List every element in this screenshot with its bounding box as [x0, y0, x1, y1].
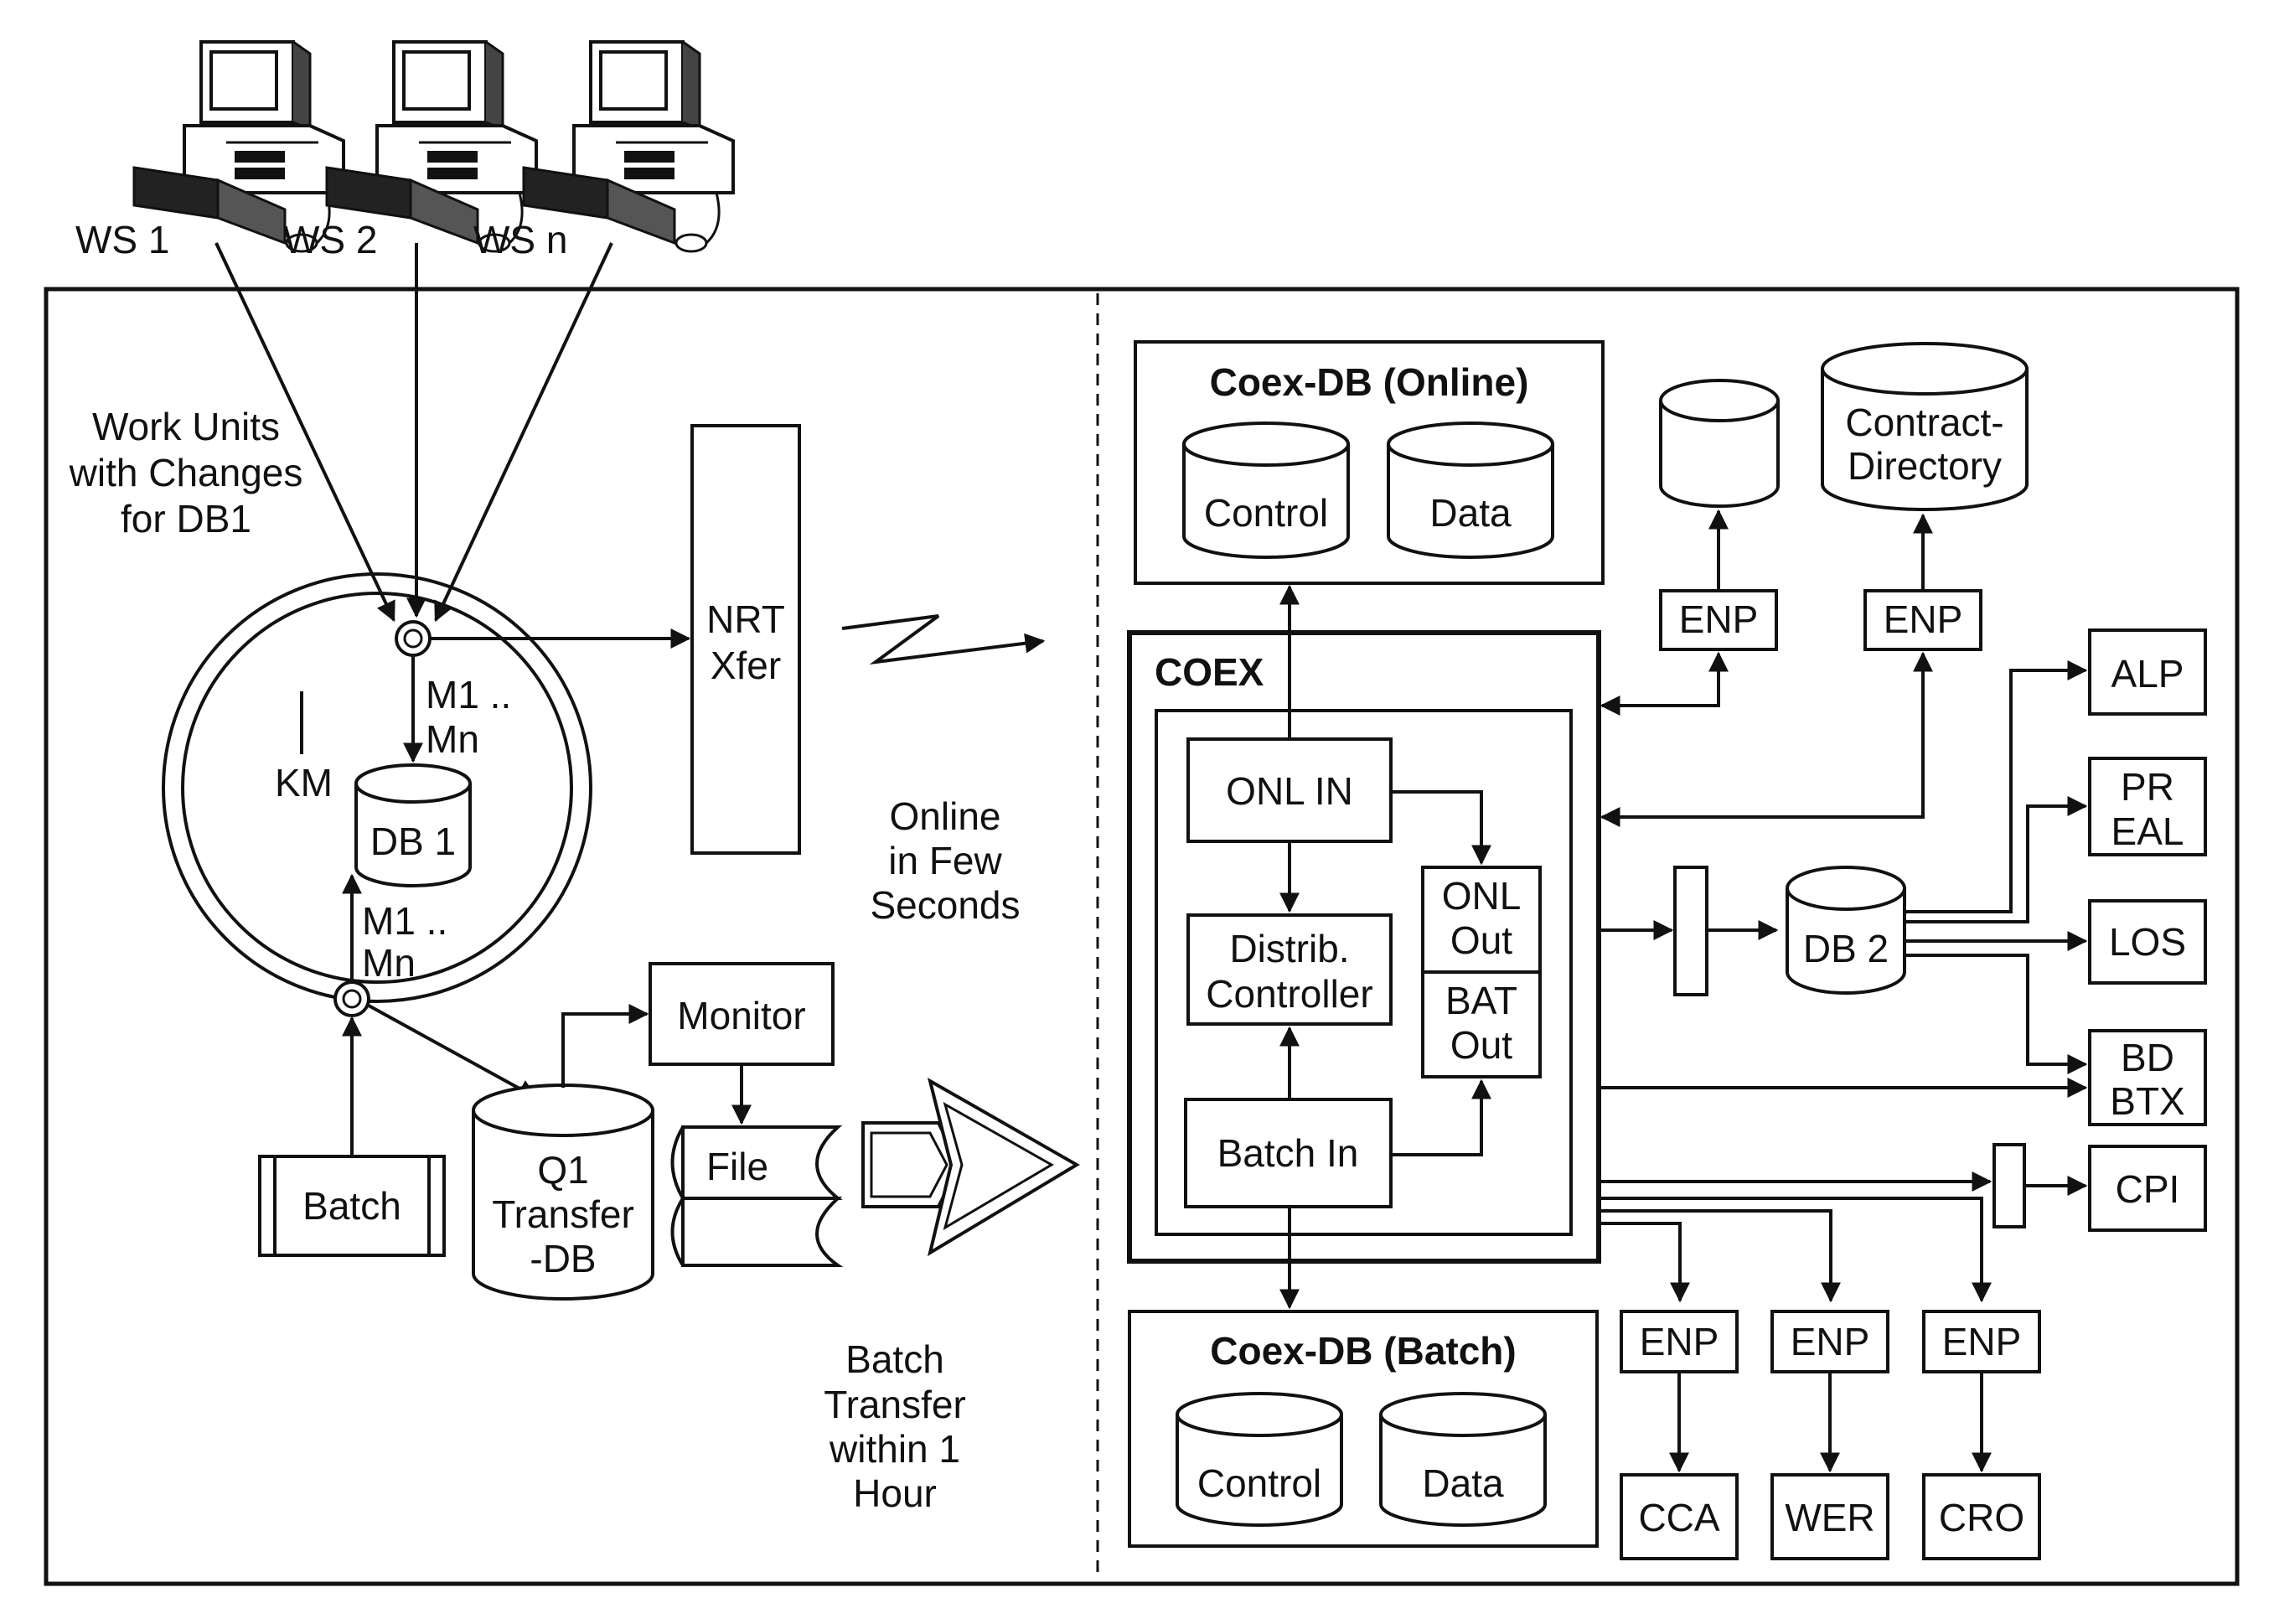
svg-text:Mn: Mn	[426, 717, 479, 761]
unlabeled-db-cylinder	[1661, 380, 1778, 506]
svg-text:DB 1: DB 1	[370, 820, 456, 863]
coexdb-batch-data-cylinder: Data	[1381, 1394, 1545, 1525]
enp-label-3: ENP	[1640, 1320, 1719, 1363]
svg-text:Out: Out	[1450, 918, 1512, 962]
db2-to-preal-arrow	[1905, 806, 2086, 922]
batch-transfer-label: Batch Transfer within 1 Hour	[824, 1337, 966, 1515]
svg-text:Control: Control	[1204, 491, 1328, 535]
svg-text:Hour: Hour	[853, 1471, 937, 1515]
alp-label: ALP	[2111, 652, 2184, 696]
svg-text:Q1: Q1	[537, 1148, 588, 1192]
coex-title: COEX	[1155, 650, 1264, 694]
svg-text:in Few: in Few	[888, 839, 1002, 882]
q1-to-monitor-arrow	[563, 1014, 647, 1088]
svg-text:Xfer: Xfer	[711, 644, 781, 687]
svg-text:Mn: Mn	[362, 941, 416, 985]
enp-label-1: ENP	[1679, 597, 1759, 641]
coexdb-batch-title: Coex-DB (Batch)	[1210, 1329, 1516, 1373]
coexdb-online-title: Coex-DB (Online)	[1210, 360, 1529, 404]
svg-text:M1 ..: M1 ..	[362, 899, 447, 943]
cpi-buffer-bar	[1994, 1145, 2024, 1227]
work-units-label: Work Units with Changes for DB1	[69, 405, 303, 540]
svg-text:BAT: BAT	[1445, 979, 1517, 1022]
svg-text:-DB: -DB	[530, 1237, 596, 1280]
node-to-q1-arrow	[369, 1006, 536, 1098]
los-label: LOS	[2109, 920, 2186, 964]
enp-label-5: ENP	[1942, 1320, 2022, 1363]
svg-text:Contract-: Contract-	[1845, 401, 2003, 444]
svg-text:M1 ..: M1 ..	[426, 673, 511, 716]
coexdb-batch-control-cylinder: Control	[1177, 1394, 1341, 1525]
svg-text:DB 2: DB 2	[1803, 927, 1889, 970]
svg-text:Out: Out	[1450, 1023, 1512, 1067]
svg-text:with Changes: with Changes	[69, 451, 303, 494]
monitor-label: Monitor	[677, 994, 805, 1037]
wsn-arrow	[436, 243, 612, 620]
online-label: Online in Few Seconds	[870, 794, 1020, 927]
db2-to-alp-arrow	[1905, 670, 2086, 912]
m-top-label: M1 .. Mn	[426, 673, 511, 761]
bdbtx-label: BD BTX	[2110, 1036, 2184, 1123]
db2-to-bdbtx-arrow	[1905, 955, 2086, 1064]
enp-label-2: ENP	[1884, 597, 1963, 641]
coexdb-online-data-cylinder: Data	[1388, 423, 1553, 557]
q1-transfer-db-cylinder: Q1 Transfer -DB	[473, 1085, 653, 1299]
file-label: File	[706, 1145, 768, 1188]
svg-text:PR: PR	[2121, 765, 2174, 809]
svg-text:Data: Data	[1429, 491, 1512, 535]
contract-directory-cylinder: Contract- Directory	[1822, 344, 2027, 509]
svg-text:EAL: EAL	[2111, 809, 2184, 853]
onl-in-label: ONL IN	[1226, 769, 1353, 813]
file-icon: File	[673, 1127, 839, 1265]
svg-text:Distrib.: Distrib.	[1229, 927, 1349, 970]
wsn-label: WS n	[473, 218, 567, 261]
svg-text:Batch: Batch	[302, 1184, 401, 1228]
batch-box: Batch	[260, 1156, 444, 1255]
svg-text:Control: Control	[1197, 1461, 1321, 1505]
svg-text:Transfer: Transfer	[492, 1192, 634, 1236]
svg-text:Batch: Batch	[845, 1337, 944, 1381]
svg-text:BTX: BTX	[2110, 1079, 2184, 1123]
svg-text:Online: Online	[890, 794, 1001, 838]
cca-label: CCA	[1638, 1496, 1719, 1539]
coex-enp1-arrow	[1602, 654, 1719, 706]
db2-cylinder: DB 2	[1787, 867, 1905, 993]
svg-text:BD: BD	[2121, 1036, 2174, 1079]
svg-text:within 1: within 1	[829, 1427, 960, 1471]
cpi-label: CPI	[2116, 1167, 2180, 1211]
svg-text:Seconds: Seconds	[870, 883, 1020, 927]
svg-text:Work Units: Work Units	[92, 405, 280, 448]
batch-in-label: Batch In	[1217, 1131, 1359, 1175]
coex-to-enp5-arrow	[1599, 1198, 1982, 1301]
lightning-transfer-icon	[842, 616, 1043, 662]
preal-label: PR EAL	[2111, 765, 2184, 853]
svg-text:Directory: Directory	[1848, 444, 2002, 488]
coexdb-online-control-cylinder: Control	[1184, 423, 1348, 557]
batch-node	[335, 982, 369, 1016]
svg-text:Transfer: Transfer	[824, 1383, 966, 1426]
batch-transfer-arrow-icon	[863, 1081, 1077, 1253]
svg-text:NRT: NRT	[706, 597, 785, 641]
coex-to-enp3-arrow	[1599, 1223, 1680, 1301]
db1-cylinder: DB 1	[356, 765, 470, 886]
svg-text:Data: Data	[1422, 1461, 1504, 1505]
bat-out-label: BAT Out	[1445, 979, 1517, 1067]
cro-label: CRO	[1939, 1496, 2024, 1539]
enp-label-4: ENP	[1791, 1320, 1870, 1363]
ws2-label: WS 2	[283, 218, 377, 261]
ws1-label: WS 1	[75, 218, 169, 261]
svg-text:ONL: ONL	[1442, 874, 1522, 918]
onl-out-label: ONL Out	[1442, 874, 1522, 962]
svg-text:Controller: Controller	[1206, 972, 1372, 1016]
input-node	[396, 622, 430, 655]
coex-enp2-arrow	[1602, 654, 1923, 817]
svg-text:for DB1: for DB1	[121, 497, 251, 540]
db2-buffer-bar	[1675, 867, 1707, 995]
wer-label: WER	[1785, 1496, 1874, 1539]
km-label: KM	[275, 761, 333, 804]
